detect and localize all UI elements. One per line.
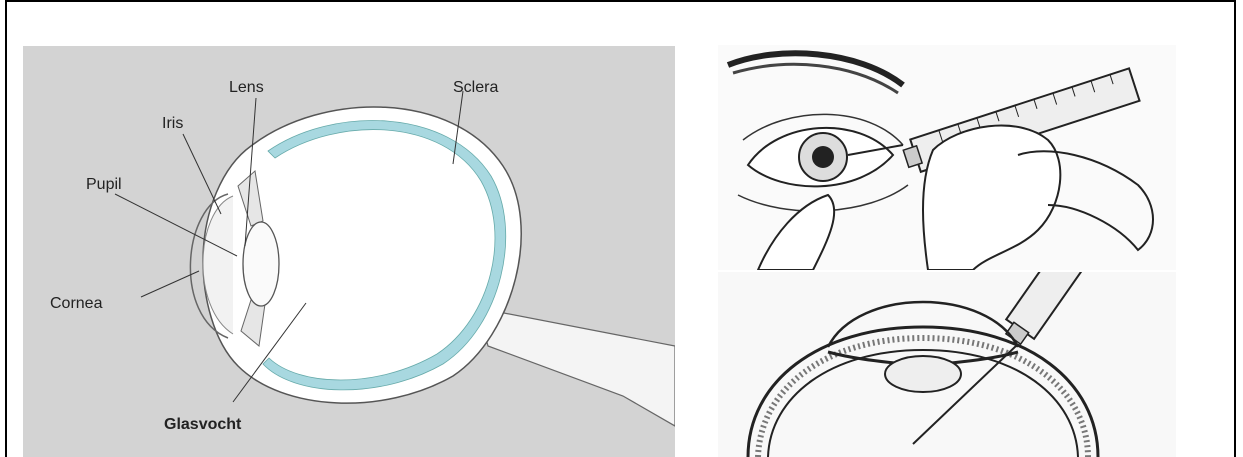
label-vitreous: Glasvocht <box>164 416 242 433</box>
label-iris: Iris <box>162 115 183 132</box>
intravitreal-injection-cross-section-icon <box>718 272 1176 457</box>
eye-anatomy-svg: Lens Sclera Iris Pupil Cornea Glasvocht <box>23 46 675 457</box>
label-sclera: Sclera <box>453 79 498 96</box>
syringe-injection-into-eye-icon <box>718 45 1176 270</box>
lens-icon <box>243 222 279 306</box>
optic-nerve-icon <box>478 308 675 426</box>
label-cornea: Cornea <box>50 295 103 312</box>
label-pupil: Pupil <box>86 176 122 193</box>
eye-anatomy-diagram: Lens Sclera Iris Pupil Cornea Glasvocht <box>23 46 675 457</box>
label-lens: Lens <box>229 79 264 96</box>
